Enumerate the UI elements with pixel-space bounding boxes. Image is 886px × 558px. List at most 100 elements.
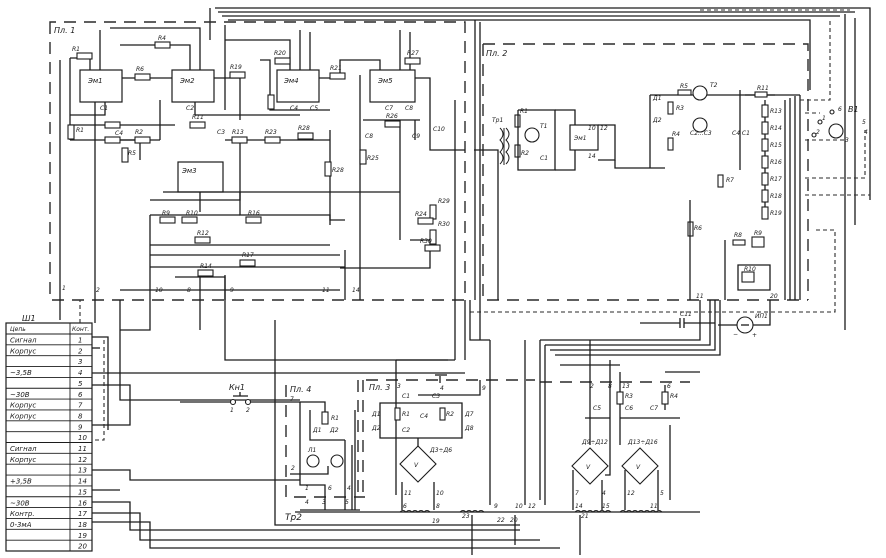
meter-ip1-label: ИП1 bbox=[755, 313, 768, 320]
lr-pin-11: 11 bbox=[650, 503, 658, 510]
board3-pin-11: 11 bbox=[404, 490, 412, 497]
connector-row-circuit: ~30В bbox=[10, 499, 30, 507]
label-r11: R11 bbox=[192, 114, 204, 121]
resistor-r2-b3 bbox=[439, 407, 446, 421]
board4-pin-4: 4 bbox=[347, 485, 351, 492]
resistor-r13 bbox=[231, 136, 248, 144]
connector-row-contact: 8 bbox=[78, 412, 83, 420]
lr-pin-12: 12 bbox=[627, 490, 635, 497]
bridge-d3-d6-symbol: V bbox=[414, 462, 419, 469]
label-c2c3-b2: C2...C3 bbox=[690, 130, 712, 137]
board3-pin-4: 4 bbox=[440, 385, 444, 392]
label-c3-b3: C3 bbox=[432, 393, 440, 400]
connector-row-contact: 20 bbox=[78, 543, 87, 551]
capacitor-c11: C11 bbox=[640, 311, 715, 328]
connector-row-circuit: Сигнал bbox=[10, 337, 37, 345]
label-r6-b2: R6 bbox=[694, 225, 702, 232]
board3-pin-10: 10 bbox=[436, 490, 444, 497]
label-r21: R21 bbox=[330, 65, 342, 72]
tr2-winding-19: 19 bbox=[432, 518, 440, 525]
resistor-r25 bbox=[384, 120, 401, 128]
pin-1: 1 bbox=[62, 285, 66, 292]
label-c8b: C8 bbox=[365, 133, 373, 140]
board4-pin-3: 3 bbox=[322, 499, 326, 506]
connector-row-contact: 4 bbox=[78, 369, 82, 377]
diode-d1-b4: Д1 bbox=[312, 427, 322, 434]
connector-row-circuit: Корпус bbox=[10, 456, 36, 464]
label-r19: R19 bbox=[230, 64, 242, 71]
chip-em2 bbox=[171, 69, 215, 103]
resistor-r1-b4 bbox=[321, 411, 329, 425]
lr-pin-13: 13 bbox=[622, 383, 630, 390]
label-c10: C10 bbox=[433, 126, 445, 133]
connector-row-circuit: Контр. bbox=[10, 510, 35, 518]
label-r25: R26 bbox=[386, 113, 398, 120]
resistor-r1 bbox=[67, 124, 75, 140]
connector-row-circuit: Корпус bbox=[10, 402, 36, 410]
tr2-winding-22: 22 bbox=[497, 517, 505, 524]
diode-d1-b3: Д1 bbox=[371, 411, 381, 418]
connector-row-circuit: Сигнал bbox=[10, 445, 37, 453]
label-r1-b3: R1 bbox=[402, 411, 410, 418]
pin-10: 10 bbox=[155, 287, 163, 294]
diode-d2-label: Д2 bbox=[652, 117, 662, 124]
meter-minus: − bbox=[733, 331, 738, 338]
bridge-d9-d12-label: Д9÷Д12 bbox=[581, 439, 608, 446]
resistor-r10 bbox=[181, 216, 198, 224]
shielded-wire bbox=[470, 229, 836, 313]
label-c1: C1 bbox=[100, 105, 108, 112]
button-kn1-pin1: 1 bbox=[230, 407, 234, 414]
resistor-r19-b2 bbox=[761, 206, 769, 220]
board-1-label: Пл. 1 bbox=[54, 26, 75, 35]
switch-b1-body bbox=[828, 123, 844, 139]
label-r26: R27 bbox=[407, 50, 419, 57]
tr2-winding-6: 6 bbox=[403, 503, 407, 510]
connector-sh1-label: Ш1 bbox=[22, 314, 36, 323]
label-r17: R17 bbox=[242, 252, 254, 259]
connector-row-circuit: +3,5В bbox=[10, 478, 32, 486]
connector-wires bbox=[59, 300, 560, 549]
tr2-winding-20: 20 bbox=[510, 517, 518, 524]
transistor-t2b bbox=[692, 117, 708, 133]
resistor-r14 bbox=[197, 269, 214, 277]
lamp-l1-label: Л1 bbox=[307, 447, 316, 454]
connector-row-contact: 16 bbox=[78, 499, 87, 507]
label-r13-b2: R13 bbox=[770, 108, 782, 115]
resistor-r5-b2 bbox=[677, 89, 692, 96]
connector-row-contact: 13 bbox=[78, 467, 87, 475]
board2-pin-11: 11 bbox=[696, 293, 704, 300]
chip-em5 bbox=[369, 69, 416, 103]
label-r23: R24 bbox=[415, 211, 427, 218]
label-r1-b2: R1 bbox=[520, 108, 528, 115]
label-c9: C9 bbox=[412, 133, 420, 140]
diode-d1-label: Д1 bbox=[652, 95, 662, 102]
tr2-winding-21: 21 bbox=[581, 513, 589, 520]
board3-pin-3: 3 bbox=[397, 383, 401, 390]
label-r17-b2: R17 bbox=[770, 176, 782, 183]
label-c7: C7 bbox=[385, 105, 393, 112]
chip-em4 bbox=[276, 69, 320, 103]
interconnect-wires bbox=[464, 20, 721, 505]
label-r4-lr: R4 bbox=[670, 393, 678, 400]
lr-pin-5: 5 bbox=[660, 490, 664, 497]
resistor-r3-lr bbox=[616, 391, 624, 405]
connector-row-circuit: Корпус bbox=[10, 347, 36, 355]
connector-row-contact: 17 bbox=[78, 510, 87, 518]
chip-em1-b2 bbox=[569, 124, 599, 151]
switch-contact-1: 1 bbox=[822, 115, 826, 122]
connector-row-contact: 15 bbox=[78, 488, 87, 496]
label-c4: C4 bbox=[115, 130, 123, 137]
label-r10-right: R10 bbox=[744, 266, 756, 273]
label-c4b: C4 bbox=[290, 105, 298, 112]
capacitor-c11-label: C11 bbox=[680, 311, 692, 318]
board4-pin-7: 7 bbox=[290, 396, 294, 403]
label-r19-b2: R19 bbox=[770, 210, 782, 217]
resistor-r10-right bbox=[741, 271, 755, 283]
label-c4c1: C4 C1 bbox=[732, 130, 750, 137]
label-r13: R13 bbox=[232, 129, 244, 136]
connector-row-contact: 2 bbox=[78, 347, 83, 355]
chip-pin-12: 12 bbox=[600, 125, 608, 132]
pin-9: 9 bbox=[230, 287, 234, 294]
resistor-r18-b2 bbox=[761, 189, 769, 203]
